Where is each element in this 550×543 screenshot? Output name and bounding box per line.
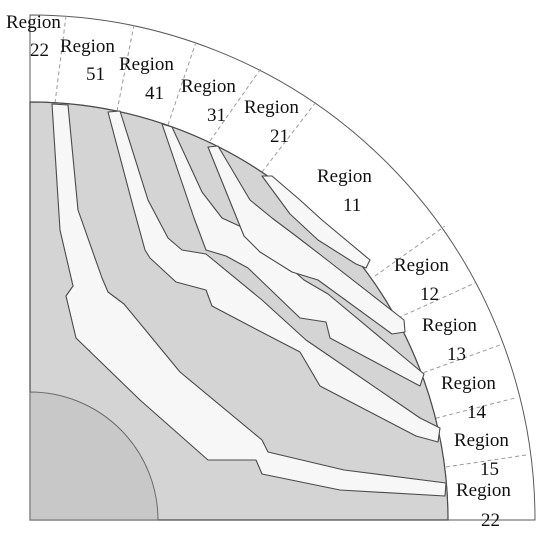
flux-barrier-2 <box>107 110 441 443</box>
region-boundary <box>374 225 446 277</box>
region-label-number: 22 <box>30 40 49 61</box>
region-label-number: 51 <box>86 64 105 85</box>
region-label-number: 22 <box>481 510 500 531</box>
region-label: Region <box>6 12 61 33</box>
region-boundary <box>416 344 501 376</box>
region-boundary <box>209 66 263 142</box>
flux-barrier-1 <box>51 103 447 497</box>
region-boundary <box>428 397 516 421</box>
region-labels: Region 22 Region 51 Region 41 Region 31 … <box>6 12 511 531</box>
region-boundary <box>261 101 317 173</box>
flux-barrier-5 <box>261 175 371 269</box>
region-boundary <box>116 24 135 112</box>
region-boundaries <box>54 15 527 469</box>
region-label-number: 14 <box>467 402 487 423</box>
region-boundary <box>397 282 476 319</box>
region-label-number: 15 <box>480 459 499 480</box>
flux-barrier-3 <box>161 123 425 387</box>
region-label-number: 12 <box>420 284 439 305</box>
region-label-number: 11 <box>343 195 361 216</box>
region-label: Region <box>119 54 174 75</box>
region-label: Region <box>394 255 449 276</box>
flux-barriers <box>51 103 447 497</box>
region-boundary <box>54 15 67 104</box>
region-label: Region <box>422 315 477 336</box>
region-label: Region <box>181 76 236 97</box>
region-boundary <box>167 41 197 126</box>
region-label-number: 31 <box>207 105 226 126</box>
region-label: Region <box>317 166 372 187</box>
region-label: Region <box>456 480 511 501</box>
flux-barrier-4 <box>207 145 406 335</box>
region-label-number: 21 <box>270 126 289 147</box>
region-label: Region <box>441 373 496 394</box>
region-label: Region <box>60 36 115 57</box>
region-boundary <box>438 454 527 469</box>
region-label-number: 13 <box>447 344 466 365</box>
region-label: Region <box>454 430 509 451</box>
region-label: Region <box>244 97 299 118</box>
region-label-number: 41 <box>145 83 164 104</box>
shaft <box>29 391 159 521</box>
